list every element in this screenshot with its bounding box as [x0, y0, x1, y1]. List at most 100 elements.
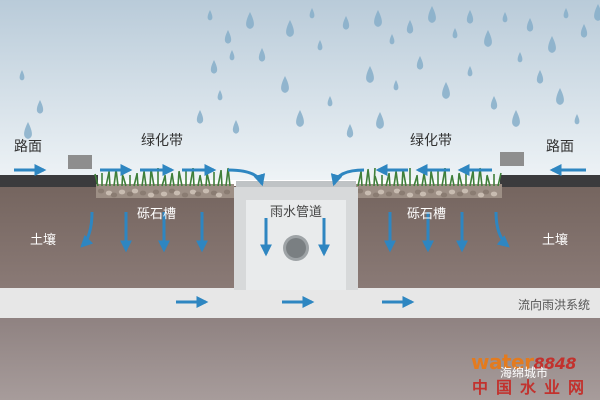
grass-blade	[360, 170, 363, 187]
raindrop	[196, 110, 204, 124]
raindrop	[232, 120, 240, 134]
grass-blade	[108, 170, 111, 187]
raindrop	[246, 12, 254, 29]
pebble	[97, 188, 105, 194]
raindrop	[416, 56, 424, 70]
label-soil-left: 土壤	[30, 233, 57, 248]
raindrops	[19, 4, 600, 139]
infiltration-arrows	[80, 211, 510, 257]
pebble	[440, 192, 448, 198]
pebble	[168, 188, 176, 194]
pebble	[482, 189, 490, 195]
watermark-overlay-text: 海绵城市	[500, 366, 549, 380]
grass-blade	[94, 173, 99, 187]
raindrop	[258, 48, 266, 62]
raindrop	[317, 40, 323, 51]
pebble	[477, 192, 485, 198]
watermark-brand-part2: 8848	[533, 354, 576, 373]
pebble	[139, 190, 147, 196]
pebble	[393, 188, 401, 194]
raindrop	[556, 88, 564, 105]
raindrop	[229, 50, 235, 61]
grass-blade	[395, 170, 399, 187]
raindrop	[563, 8, 569, 19]
watermark-brand-part1: water	[471, 350, 534, 374]
grass-blade	[497, 172, 502, 187]
raindrop	[574, 114, 580, 125]
raindrop	[366, 66, 374, 83]
pebble	[398, 190, 406, 196]
grass-blade	[388, 172, 391, 187]
raindrop	[428, 6, 436, 23]
pipe-opening-inner	[286, 238, 306, 258]
raindrop	[490, 96, 498, 110]
grass-blade	[472, 169, 475, 187]
raindrop	[580, 24, 588, 38]
pebble	[160, 191, 168, 197]
raindrop	[467, 66, 473, 77]
surface-flow-arrows	[14, 164, 586, 187]
pebble	[152, 189, 160, 195]
pebble	[202, 188, 210, 194]
raindrop	[286, 20, 294, 37]
pebble	[223, 189, 231, 195]
raindrop	[207, 10, 213, 21]
pebble	[419, 191, 427, 197]
raindrop	[517, 52, 523, 63]
pebble	[406, 192, 414, 198]
raindrop	[210, 60, 218, 74]
raindrop	[24, 122, 32, 139]
raindrop	[393, 80, 399, 91]
pebble	[385, 191, 393, 197]
pebble	[118, 189, 126, 195]
grass-blade	[143, 170, 147, 187]
pebble	[126, 191, 134, 197]
pebble	[448, 189, 456, 195]
raindrop	[346, 124, 354, 138]
grass-blade	[374, 175, 379, 187]
raindrop	[406, 20, 414, 34]
road-right	[500, 175, 600, 187]
gravel-pebbles	[97, 188, 498, 198]
grass-blade	[430, 170, 435, 187]
pebble	[194, 191, 202, 197]
arrow-into-grate-right	[330, 168, 365, 187]
grass-blade	[451, 174, 455, 187]
raindrop	[466, 10, 474, 24]
pebble	[210, 190, 218, 196]
label-road-left: 路面	[14, 139, 42, 155]
raindrop	[452, 28, 458, 39]
grass-blade	[136, 172, 139, 187]
grass-blade	[220, 169, 223, 187]
label-gravel-left: 砾石槽	[137, 207, 177, 222]
pebble	[377, 189, 385, 195]
pebble	[215, 192, 223, 198]
raindrop	[502, 12, 508, 23]
raindrop	[536, 70, 544, 84]
raindrop	[594, 4, 600, 21]
pebble	[469, 190, 477, 196]
raindrop	[296, 110, 304, 127]
raindrop	[548, 36, 556, 53]
pebble	[147, 192, 155, 198]
pebble	[372, 192, 380, 198]
curb-right	[500, 152, 524, 166]
raindrop	[217, 90, 223, 101]
pebble	[181, 192, 189, 198]
pebble	[189, 189, 197, 195]
grass-blade	[178, 170, 183, 187]
pebble	[364, 190, 372, 196]
raindrop	[389, 34, 395, 45]
label-flood-system: 流向雨洪系统	[518, 298, 591, 312]
raindrop	[526, 18, 534, 32]
raindrop	[376, 112, 384, 129]
label-green-right: 绿化带	[410, 133, 452, 149]
pebble	[173, 190, 181, 196]
grass-blade	[164, 174, 167, 187]
pebble	[131, 188, 139, 194]
raindrop	[484, 30, 492, 47]
raindrop	[224, 30, 232, 44]
pebble	[110, 192, 118, 198]
grass-blade	[485, 175, 488, 187]
